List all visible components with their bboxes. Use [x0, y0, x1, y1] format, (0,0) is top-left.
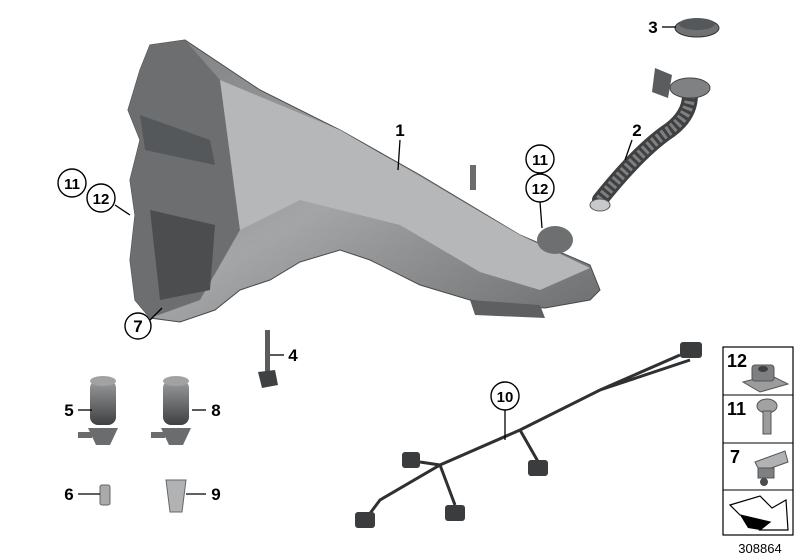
callout-5: 5 — [64, 401, 73, 420]
svg-text:6: 6 — [64, 485, 73, 504]
callout-2: 2 — [632, 121, 641, 140]
grommet-6 — [99, 484, 111, 506]
callout-8: 8 — [211, 401, 220, 420]
svg-text:1: 1 — [395, 121, 404, 140]
filler-cap — [674, 18, 720, 38]
clip-icon — [754, 450, 789, 486]
level-sensor — [258, 330, 278, 388]
svg-text:9: 9 — [211, 485, 220, 504]
svg-text:11: 11 — [532, 152, 548, 169]
callout-11-left: 11 — [57, 168, 87, 198]
svg-text:12: 12 — [532, 181, 549, 198]
callout-9: 9 — [211, 485, 220, 504]
callout-12-left: 12 — [86, 183, 116, 213]
grommet-9 — [165, 479, 187, 513]
svg-text:12: 12 — [727, 351, 747, 371]
svg-text:7: 7 — [133, 317, 142, 336]
diagram-number: 308864 — [738, 541, 781, 556]
callout-3: 3 — [648, 18, 657, 37]
callout-6: 6 — [64, 485, 73, 504]
svg-text:8: 8 — [211, 401, 220, 420]
svg-text:4: 4 — [288, 346, 298, 365]
svg-text:11: 11 — [64, 176, 80, 193]
screw-icon — [756, 398, 778, 435]
svg-text:10: 10 — [497, 389, 514, 406]
clip-nut-icon — [741, 364, 790, 393]
svg-text:3: 3 — [648, 18, 657, 37]
callout-7: 7 — [124, 312, 152, 340]
filler-pipe — [589, 68, 711, 212]
small-parts-legend: 12 11 7 — [722, 346, 794, 536]
legend-item-7: 7 — [730, 447, 789, 486]
direction-arrow-icon — [728, 495, 789, 531]
wiring-harness — [355, 342, 702, 528]
svg-text:7: 7 — [730, 447, 740, 467]
callout-1: 1 — [395, 121, 404, 140]
svg-text:12: 12 — [93, 191, 110, 208]
callout-11-right: 11 — [525, 144, 555, 174]
legend-item-12: 12 — [727, 351, 790, 393]
svg-text:5: 5 — [64, 401, 73, 420]
legend-item-11: 11 — [727, 398, 778, 435]
callout-4: 4 — [288, 346, 298, 365]
washer-pump-8 — [151, 376, 191, 445]
washer-fluid-reservoir — [127, 39, 601, 323]
svg-text:2: 2 — [632, 121, 641, 140]
callout-10: 10 — [490, 381, 520, 411]
leader-lines — [78, 26, 676, 495]
svg-text:11: 11 — [727, 399, 746, 419]
washer-pump-5 — [78, 376, 118, 445]
callout-12-right: 12 — [525, 173, 555, 203]
